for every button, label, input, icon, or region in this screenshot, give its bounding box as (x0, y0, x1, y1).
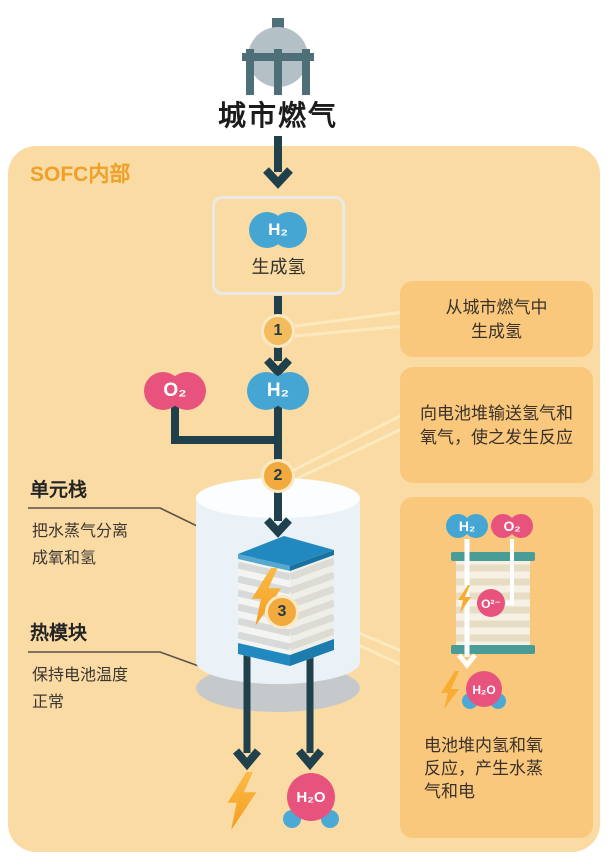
step-2-number: 2 (273, 467, 283, 484)
page-title: 城市燃气 (217, 100, 338, 131)
step-1-number: 1 (273, 322, 283, 339)
h2o-molecule: H₂O (462, 671, 506, 709)
h2o-label: H₂O (472, 683, 495, 697)
step-3-badge: 3 (265, 595, 299, 629)
callout-step-1: 从城市燃气中 生成氢 (400, 281, 593, 357)
stack-description: 把水蒸气分离 成氧和氢 (32, 518, 128, 572)
stack-desc-line2: 成氧和氢 (32, 550, 97, 567)
o2-label: O₂ (503, 518, 520, 534)
thermal-desc-line1: 保持电池温度 (32, 667, 129, 684)
h2-molecule: H₂ (247, 372, 309, 410)
lightning-icon (458, 585, 471, 613)
callout1-line2: 生成氢 (471, 322, 522, 341)
reform-label: 生成氢 (251, 257, 306, 277)
output-arrows (232, 645, 325, 771)
mini-stack-bottom-plate (451, 645, 535, 654)
h2-label: H₂ (268, 220, 288, 239)
callout2-line2: 氧气，使之发生反应 (420, 428, 573, 447)
callout3-line2: 反应，产生水蒸 (424, 759, 543, 778)
h2-molecule: H₂ (249, 212, 307, 248)
step-2-badge: 2 (261, 459, 295, 493)
o2-flow-line (506, 539, 514, 605)
h2-molecule: H₂ (446, 514, 488, 538)
o2-ion-label: O²⁻ (481, 597, 501, 611)
callout3-line3: 气和电 (424, 782, 475, 801)
callout-step-3: O²⁻ H₂ O₂ H₂O 电池堆内氢和氧 反应，产生水蒸 气和电 (400, 497, 593, 838)
h2-label: H₂ (266, 380, 290, 401)
h2o-molecule: H₂O (283, 773, 339, 829)
o2-molecule: O₂ (491, 514, 533, 538)
lightning-icon (441, 671, 459, 709)
mini-stack-top-plate (451, 552, 535, 561)
thermal-description: 保持电池温度 正常 (32, 662, 128, 716)
callout3-line1: 电池堆内氢和氧 (424, 736, 543, 755)
step-3-number: 3 (277, 603, 287, 620)
callout1-line1: 从城市燃气中 (445, 298, 548, 317)
o2-label: O₂ (163, 380, 187, 401)
down-arrow-icon (263, 136, 293, 189)
hydrogen-reform-box: H₂ 生成氢 (212, 196, 345, 295)
gas-feed-lines (171, 404, 282, 470)
callout3-text: 电池堆内氢和氧 反应，产生水蒸 气和电 (424, 734, 584, 803)
callout-step-2: 向电池堆输送氢气和 氧气，使之发生反应 (400, 367, 593, 483)
o2-ion: O²⁻ (477, 589, 505, 617)
reaction-mini-diagram: O²⁻ H₂ O₂ H₂O (441, 514, 535, 709)
sofc-panel-label: SOFC内部 (30, 163, 131, 186)
thermal-title: 热模块 (30, 623, 88, 644)
thermal-desc-line2: 正常 (32, 694, 65, 711)
h2o-label: H₂O (296, 788, 326, 806)
h2-label: H₂ (459, 518, 475, 534)
callout2-line1: 向电池堆输送氢气和 (420, 404, 573, 423)
stack-desc-line1: 把水蒸气分离 (32, 523, 129, 540)
down-arrow-icon (264, 492, 292, 538)
step-1-badge: 1 (261, 314, 295, 348)
o2-molecule: O₂ (144, 372, 206, 410)
gas-tank-icon (239, 10, 317, 101)
stack-title: 单元栈 (30, 480, 88, 501)
